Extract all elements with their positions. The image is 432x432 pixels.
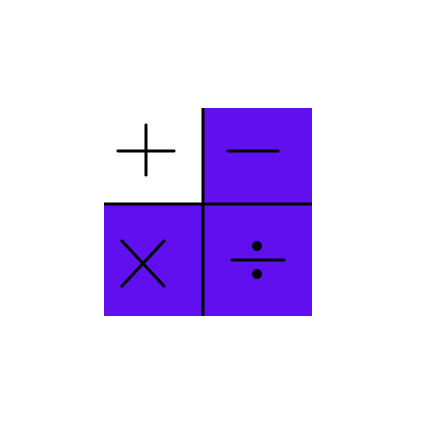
calculator-operators-icon bbox=[104, 108, 312, 316]
multiply-tile bbox=[104, 204, 202, 316]
divide-icon bbox=[230, 241, 286, 279]
plus-icon bbox=[116, 123, 176, 177]
calculator-operators-svg bbox=[104, 108, 312, 316]
plus-tile bbox=[104, 108, 202, 204]
minus-tile bbox=[202, 108, 312, 204]
multiply-icon bbox=[120, 239, 166, 288]
